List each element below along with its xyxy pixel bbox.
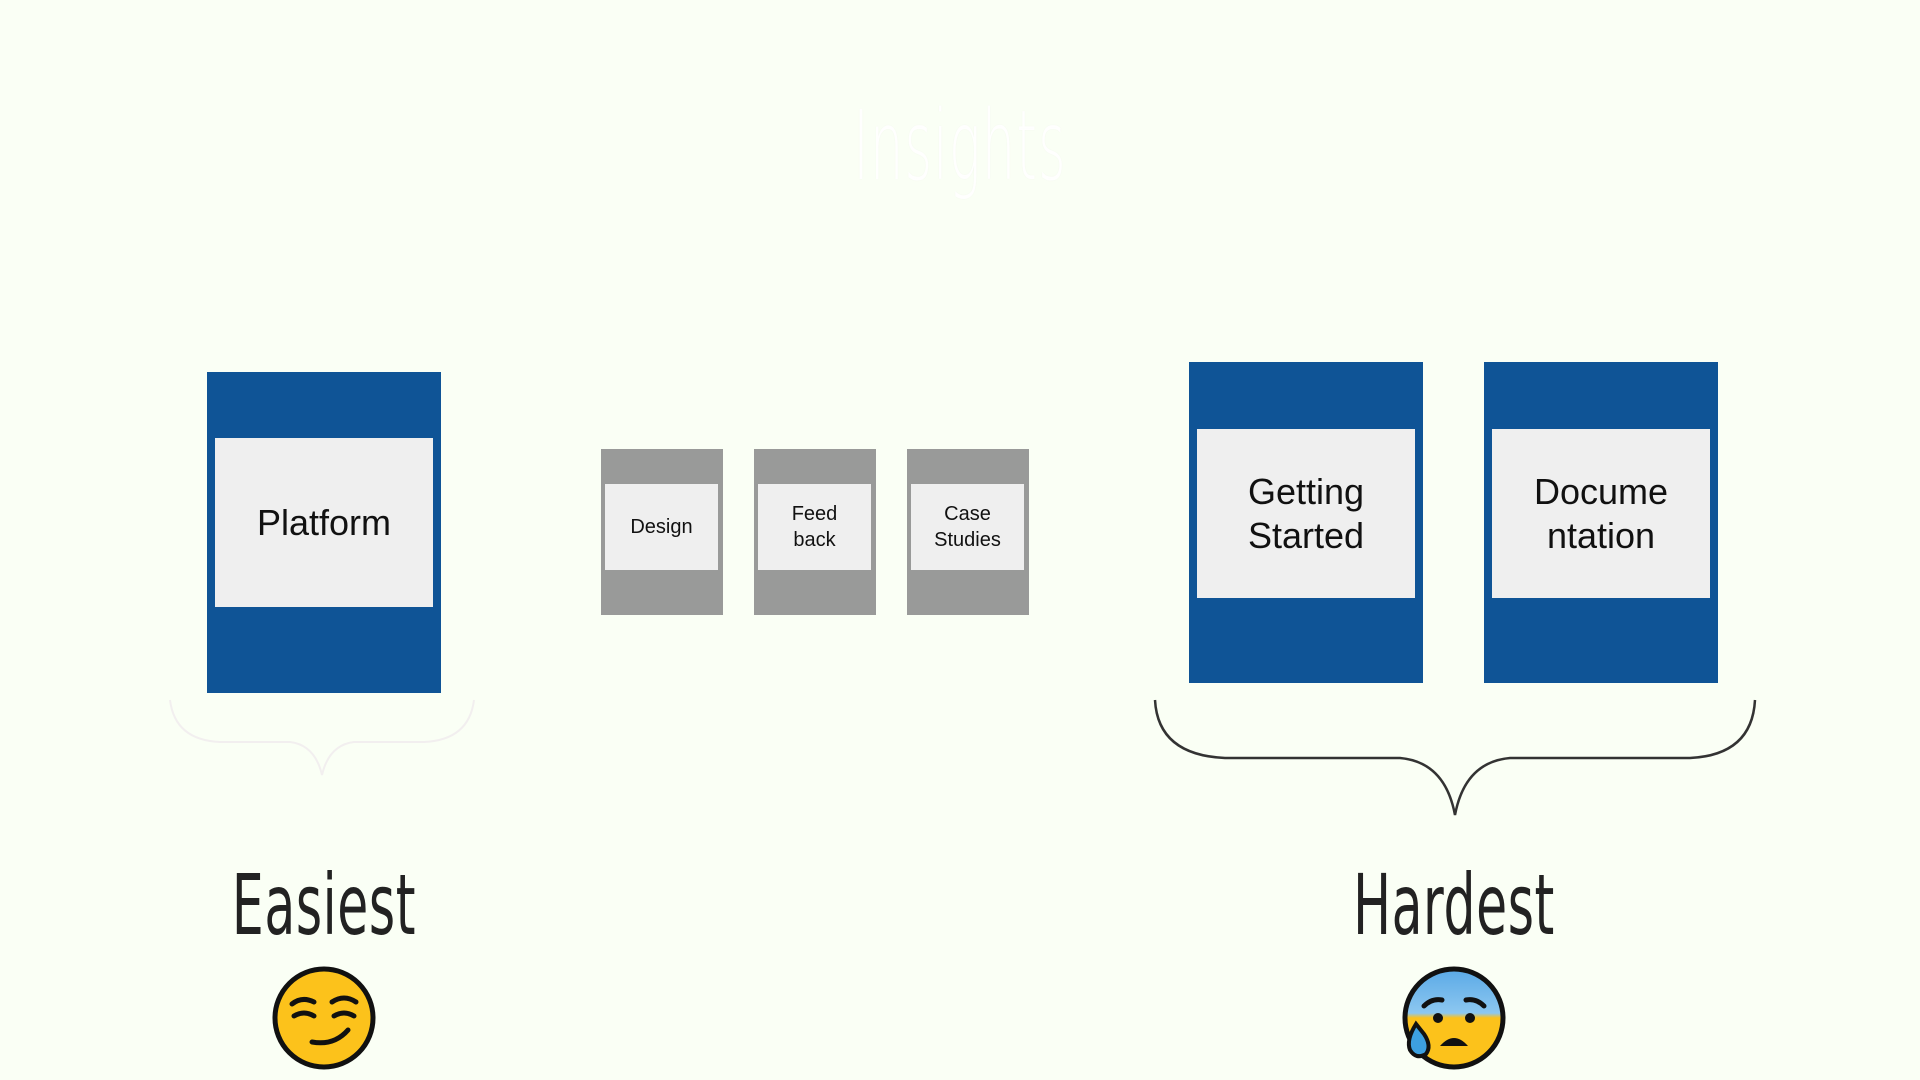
feedback-card: Feed back xyxy=(754,449,876,615)
easiest-label: Easiest xyxy=(231,856,417,954)
feedback-card-label-box: Feed back xyxy=(758,484,871,570)
case-studies-card-label-box: Case Studies xyxy=(911,484,1024,570)
slide-title: Insights xyxy=(853,90,1067,202)
getting-started-card: Getting Started xyxy=(1189,362,1423,683)
case-studies-card-label: Case Studies xyxy=(934,503,1001,551)
documentation-card-label-box: Docume ntation xyxy=(1492,429,1710,598)
platform-card-label: Platform xyxy=(256,501,392,543)
smirking-face-icon xyxy=(272,966,376,1070)
platform-card: Platform xyxy=(207,372,441,693)
hardest-label: Hardest xyxy=(1353,856,1555,954)
getting-started-card-label: Getting Started xyxy=(1247,470,1365,556)
easiest-brace xyxy=(169,699,475,776)
getting-started-card-label-box: Getting Started xyxy=(1197,429,1415,598)
documentation-card: Docume ntation xyxy=(1484,362,1718,683)
anxious-face-with-sweat-icon xyxy=(1402,966,1506,1070)
design-card: Design xyxy=(601,449,723,615)
design-card-label-box: Design xyxy=(605,484,718,570)
case-studies-card: Case Studies xyxy=(907,449,1029,615)
documentation-card-label: Docume ntation xyxy=(1533,470,1669,556)
design-card-label: Design xyxy=(630,515,693,538)
feedback-card-label: Feed back xyxy=(791,503,838,551)
hardest-brace xyxy=(1153,699,1757,816)
platform-card-label-box: Platform xyxy=(215,438,433,607)
